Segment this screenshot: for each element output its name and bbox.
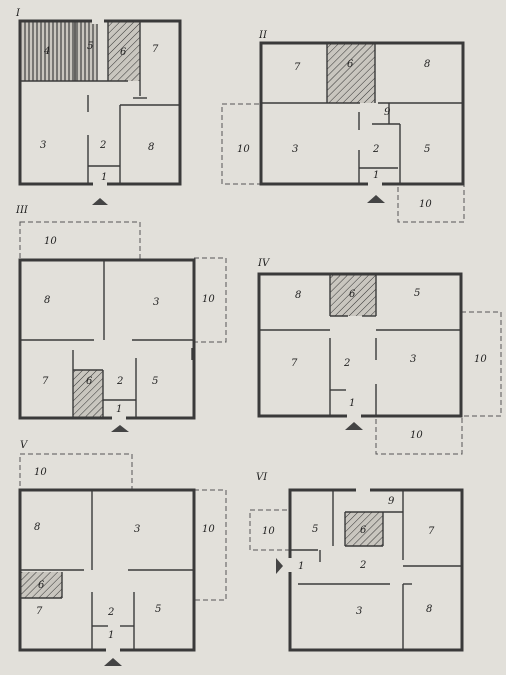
plan-6-room-8: 8 <box>426 604 432 615</box>
plan-5-room-7: 7 <box>36 606 43 617</box>
plan-2-room-7: 7 <box>294 62 301 73</box>
plan-4-room-3: 3 <box>410 354 416 365</box>
plan-5-entrance-arrow-icon <box>104 658 122 666</box>
plan-2-numeral: II <box>258 30 268 41</box>
plan-1-room-6-hatched <box>108 21 140 81</box>
plan-1-room-3: 3 <box>40 140 46 151</box>
plan-4-entrance-arrow-icon <box>345 422 363 430</box>
plan-2-entrance-arrow-icon <box>367 195 385 203</box>
plan-1-room-1: 1 <box>101 172 107 183</box>
plan-3-entrance-arrow-icon <box>111 425 129 432</box>
plan-6-room-1: 1 <box>298 561 304 572</box>
plan-1-numeral: I <box>15 8 21 19</box>
plan-4-room-8: 8 <box>295 290 301 301</box>
plan-2-annex-10-bottom-label: 10 <box>419 199 432 210</box>
plan-3-annex-10-top <box>19 221 141 261</box>
plan-2-room-2: 2 <box>372 144 379 155</box>
plan-4-room-5: 5 <box>414 288 420 299</box>
plan-5-room-6: 6 <box>38 580 45 591</box>
plan-3-room-1: 1 <box>116 404 122 415</box>
plan-3: III 10 8 3 10 7 6 2 5 1 <box>15 205 227 432</box>
plan-5-annex-10-right <box>193 489 227 601</box>
plan-1-room-8: 8 <box>148 142 154 153</box>
plan-4-room-6-hatched <box>330 274 376 316</box>
plan-2-room-3: 3 <box>292 144 298 155</box>
plan-2-outer-wall <box>259 41 465 186</box>
plan-5-room-1: 1 <box>108 630 114 641</box>
plan-1-room-6: 6 <box>120 47 127 58</box>
plan-6-room-7: 7 <box>428 526 435 537</box>
plan-4-room-7: 7 <box>291 358 298 369</box>
plan-5-room-3: 3 <box>134 524 140 535</box>
plan-3-room-3: 3 <box>153 297 159 308</box>
plan-5-room-8: 8 <box>34 522 40 533</box>
plan-4-room-2: 2 <box>343 358 350 369</box>
plan-1-room-4-hatched <box>20 21 98 81</box>
plan-3-room-8: 8 <box>44 295 50 306</box>
plan-6-entrance-arrow-icon <box>276 558 283 574</box>
plan-5-room-5: 5 <box>155 604 161 615</box>
plan-6-room-3: 3 <box>356 606 362 617</box>
plan-5-numeral: V <box>20 440 29 451</box>
plan-1-room-5: 5 <box>87 41 93 52</box>
plan-4-room-1: 1 <box>349 398 355 409</box>
plan-3-room-6-hatched <box>73 370 103 418</box>
plan-3-room-5: 5 <box>152 376 158 387</box>
plan-1-entrance-arrow-icon <box>92 198 108 205</box>
plan-3-annex-10-right <box>193 257 227 343</box>
plan-6-room-9: 9 <box>388 496 395 507</box>
plan-3-outer-wall <box>18 258 196 420</box>
plan-5-room-2: 2 <box>107 607 114 618</box>
plan-5-room-6-hatched <box>20 572 62 598</box>
plan-1: I 4 5 6 7 3 2 8 1 <box>15 8 182 205</box>
plan-6: VI 9 10 5 6 7 1 2 3 8 <box>249 472 464 652</box>
plan-1-room-7: 7 <box>152 44 159 55</box>
plan-3-room-7: 7 <box>42 376 49 387</box>
plan-2: II 7 6 8 9 10 3 2 5 1 10 <box>221 30 465 223</box>
plan-3-numeral: III <box>15 205 29 216</box>
plan-2-room-1: 1 <box>373 170 379 181</box>
plan-1-room-4: 4 <box>43 46 50 57</box>
plan-2-room-9: 9 <box>384 107 391 118</box>
plan-6-room-5: 5 <box>312 524 318 535</box>
plan-5: V 10 8 3 10 6 7 2 5 1 <box>18 440 227 666</box>
plan-4-room-6: 6 <box>349 289 356 300</box>
plan-6-room-6: 6 <box>360 525 367 536</box>
plan-2-annex-10-left-label: 10 <box>237 144 250 155</box>
plan-4: IV 8 6 5 7 2 3 10 1 10 <box>257 258 502 455</box>
plan-5-annex-10-right-label: 10 <box>202 524 215 535</box>
plan-6-numeral: VI <box>256 472 268 483</box>
plan-2-room-5: 5 <box>424 144 430 155</box>
plan-4-numeral: IV <box>257 258 271 269</box>
plan-3-annex-10-top-label: 10 <box>44 236 57 247</box>
plan-1-room-2: 2 <box>99 140 106 151</box>
plan-3-annex-10-right-label: 10 <box>202 294 215 305</box>
plan-4-annex-10-bottom-label: 10 <box>410 430 423 441</box>
plan-3-room-2: 2 <box>116 376 123 387</box>
plan-2-room-6: 6 <box>347 59 354 70</box>
plan-5-annex-10-top-label: 10 <box>34 467 47 478</box>
plan-6-room-6-hatched <box>345 512 383 546</box>
plan-6-room-2: 2 <box>359 560 366 571</box>
plan-3-room-6: 6 <box>86 376 93 387</box>
plan-4-annex-10-right-label: 10 <box>474 354 487 365</box>
plan-6-annex-10-left-label: 10 <box>262 526 275 537</box>
plan-2-room-6-hatched <box>327 43 375 103</box>
plan-2-room-8: 8 <box>424 59 430 70</box>
